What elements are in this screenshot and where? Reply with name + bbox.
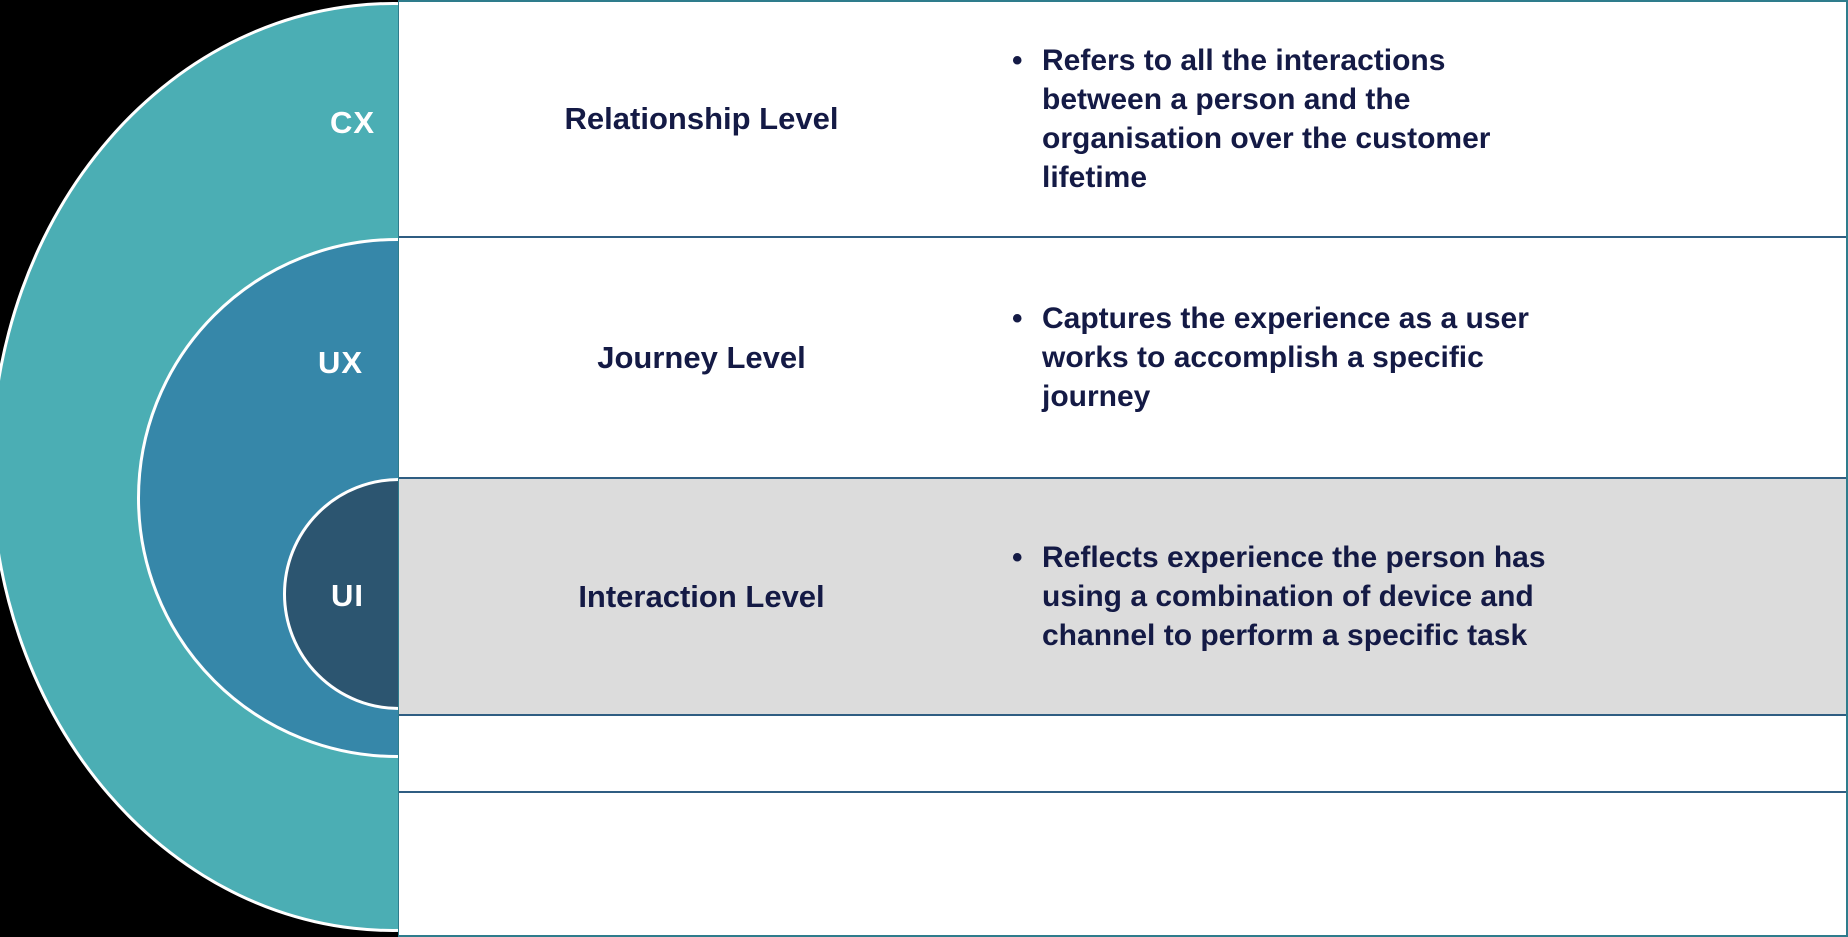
bullet-dot-icon: • — [1012, 302, 1023, 335]
bullet-dot-icon: • — [1012, 541, 1023, 574]
level-name-cell: Journey Level — [597, 339, 806, 375]
table-row: Interaction Level • Reflects experience … — [399, 479, 1846, 716]
level-description-cell: • Captures the experience as a user work… — [1004, 299, 1846, 416]
level-name-cell: Relationship Level — [564, 101, 839, 136]
bullet-text: Captures the experience as a user works … — [1042, 302, 1529, 413]
bullet-item: • Captures the experience as a user work… — [1012, 299, 1572, 416]
bullet-text: Refers to all the interactions between a… — [1042, 44, 1491, 194]
ui-ring-label: UI — [331, 578, 364, 613]
level-description-cell: • Refers to all the interactions between… — [1004, 41, 1846, 197]
table-row: Relationship Level • Refers to all the i… — [399, 2, 1846, 238]
concentric-rings-diagram: CX UX UI — [0, 0, 798, 937]
bullet-item: • Reflects experience the person has usi… — [1012, 538, 1572, 655]
bullet-dot-icon: • — [1012, 44, 1023, 77]
table-row — [399, 716, 1846, 793]
bullet-text: Reflects experience the person has using… — [1042, 541, 1546, 652]
level-description-cell: • Reflects experience the person has usi… — [1004, 538, 1846, 655]
ux-ring-label: UX — [318, 345, 364, 380]
levels-table: Relationship Level • Refers to all the i… — [398, 0, 1848, 937]
level-name-cell: Interaction Level — [578, 578, 825, 614]
table-row: Journey Level • Captures the experience … — [399, 238, 1846, 479]
table-row — [399, 793, 1846, 937]
bullet-item: • Refers to all the interactions between… — [1012, 41, 1572, 197]
cx-ring-label: CX — [330, 105, 376, 140]
